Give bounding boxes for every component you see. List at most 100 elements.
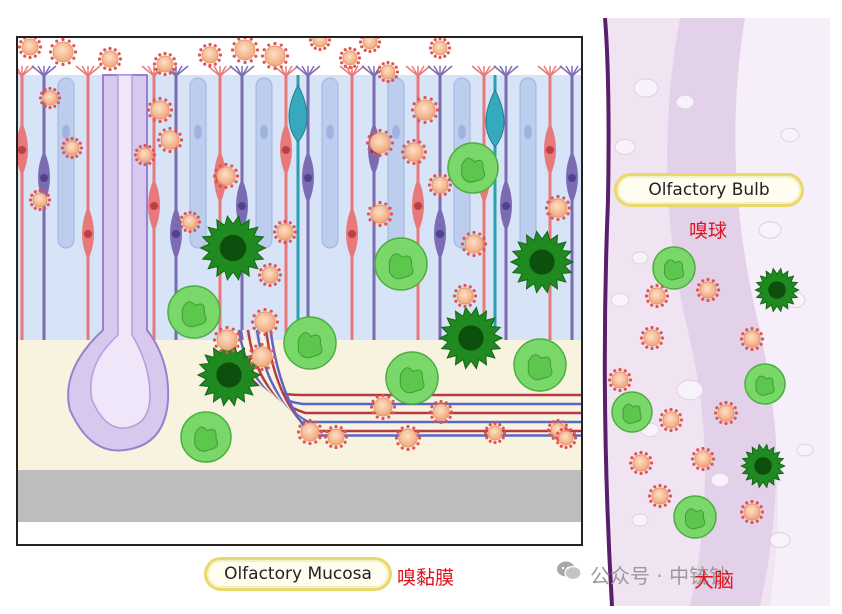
green-immune-cell <box>673 495 717 539</box>
virus-particle <box>250 307 280 337</box>
virus-particle <box>133 143 157 167</box>
virus-particle <box>428 399 454 425</box>
virus-particle <box>369 393 397 421</box>
virus-particle <box>257 262 283 288</box>
virus-particle <box>358 37 382 54</box>
virus-particle <box>713 400 739 426</box>
virus-particle <box>247 342 277 372</box>
tissue-blob <box>758 221 782 239</box>
bone-layer <box>17 470 582 522</box>
watermark-text: 公众号 · 中铳钞 <box>590 564 730 588</box>
tissue-blob <box>631 513 649 527</box>
virus-particle <box>272 219 298 245</box>
virus-particle <box>28 188 52 212</box>
olfactory-mucosa-label: Olfactory Mucosa <box>204 557 392 591</box>
virus-particle <box>212 162 240 190</box>
wechat-icon <box>556 560 582 582</box>
gland-lumen <box>90 74 151 429</box>
virus-particle <box>156 126 184 154</box>
mucosa-panel <box>17 37 582 545</box>
bulb-inner-band <box>735 18 830 606</box>
brain-boundary <box>602 17 614 607</box>
dark-green-immune-cell <box>754 267 800 313</box>
virus-particle <box>308 37 332 52</box>
virus-particle <box>338 46 362 70</box>
virus-particle <box>544 194 572 222</box>
olfactory-bulb-label-cn: 嗅球 <box>689 220 728 242</box>
support-cell <box>387 77 405 249</box>
dark-green-immune-cell <box>199 214 267 282</box>
mucosa-panel-border <box>16 36 583 546</box>
virus-particle <box>376 60 400 84</box>
green-immune-cell <box>374 237 428 291</box>
green-immune-cell <box>385 351 439 405</box>
tissue-blob <box>710 472 730 488</box>
virus-particle <box>628 450 654 476</box>
virus-particle <box>639 325 665 351</box>
virus-particle <box>647 483 673 509</box>
tissue-blob <box>614 139 636 155</box>
bulb-tissue-blobs <box>610 78 814 548</box>
virus-particle <box>658 407 684 433</box>
virus-particle <box>197 42 223 68</box>
green-immune-cell <box>652 246 696 290</box>
virus-particle <box>400 138 428 166</box>
virus-particle <box>366 200 394 228</box>
tissue-blob <box>780 127 800 143</box>
virus-particle <box>394 424 422 452</box>
virus-particle <box>146 96 174 124</box>
support-cell <box>255 77 273 249</box>
virus-particle <box>554 426 578 450</box>
virus-particle <box>644 283 670 309</box>
neuron-soma <box>288 83 308 143</box>
virus-particle <box>460 230 488 258</box>
virus-particle <box>695 277 721 303</box>
virus-particle <box>483 421 507 445</box>
support-cell <box>189 77 207 249</box>
dark-green-immune-cell <box>196 343 262 407</box>
tissue-blob <box>631 251 649 265</box>
green-immune-cell <box>744 363 786 405</box>
green-immune-cell <box>447 142 499 194</box>
virus-particle <box>323 424 349 450</box>
mucosa-immune-cells <box>17 37 578 463</box>
virus-particle <box>365 128 395 158</box>
brain-panel <box>604 18 830 606</box>
virus-particle <box>296 418 324 446</box>
green-immune-cell <box>180 411 232 463</box>
support-cell <box>519 77 537 249</box>
tissue-blob <box>796 443 814 457</box>
virus-particle <box>739 326 765 352</box>
virus-particle <box>60 136 84 160</box>
virus-particle <box>230 37 260 65</box>
virus-particle <box>427 172 453 198</box>
brain-immune-cells <box>607 246 800 539</box>
tissue-blob <box>676 379 704 401</box>
green-immune-cell <box>611 391 653 433</box>
epithelial-cells <box>17 65 582 340</box>
virus-particle <box>152 51 178 77</box>
virus-particle <box>17 37 43 60</box>
dark-green-immune-cell <box>740 443 786 489</box>
bowman-gland <box>67 74 170 452</box>
virus-particle <box>607 367 633 393</box>
virus-particle <box>212 325 242 355</box>
virus-particle <box>38 86 62 110</box>
green-immune-cell <box>167 285 221 339</box>
virus-particle <box>97 46 123 72</box>
tissue-blob <box>769 532 791 548</box>
virus-particle <box>178 210 202 234</box>
virus-particle <box>410 95 440 125</box>
dark-green-immune-cell <box>438 306 504 370</box>
brain-label-cn: 大脑 <box>694 568 734 592</box>
virus-particle <box>739 499 765 525</box>
virus-particle <box>260 41 290 71</box>
olfactory-mucosa-label-cn: 嗅黏膜 <box>397 567 455 589</box>
virus-particle <box>428 37 452 60</box>
tissue-blob <box>633 78 659 98</box>
green-immune-cell <box>513 338 567 392</box>
tissue-blob <box>675 94 695 110</box>
support-cell <box>321 77 339 249</box>
tissue-blob <box>610 292 630 308</box>
